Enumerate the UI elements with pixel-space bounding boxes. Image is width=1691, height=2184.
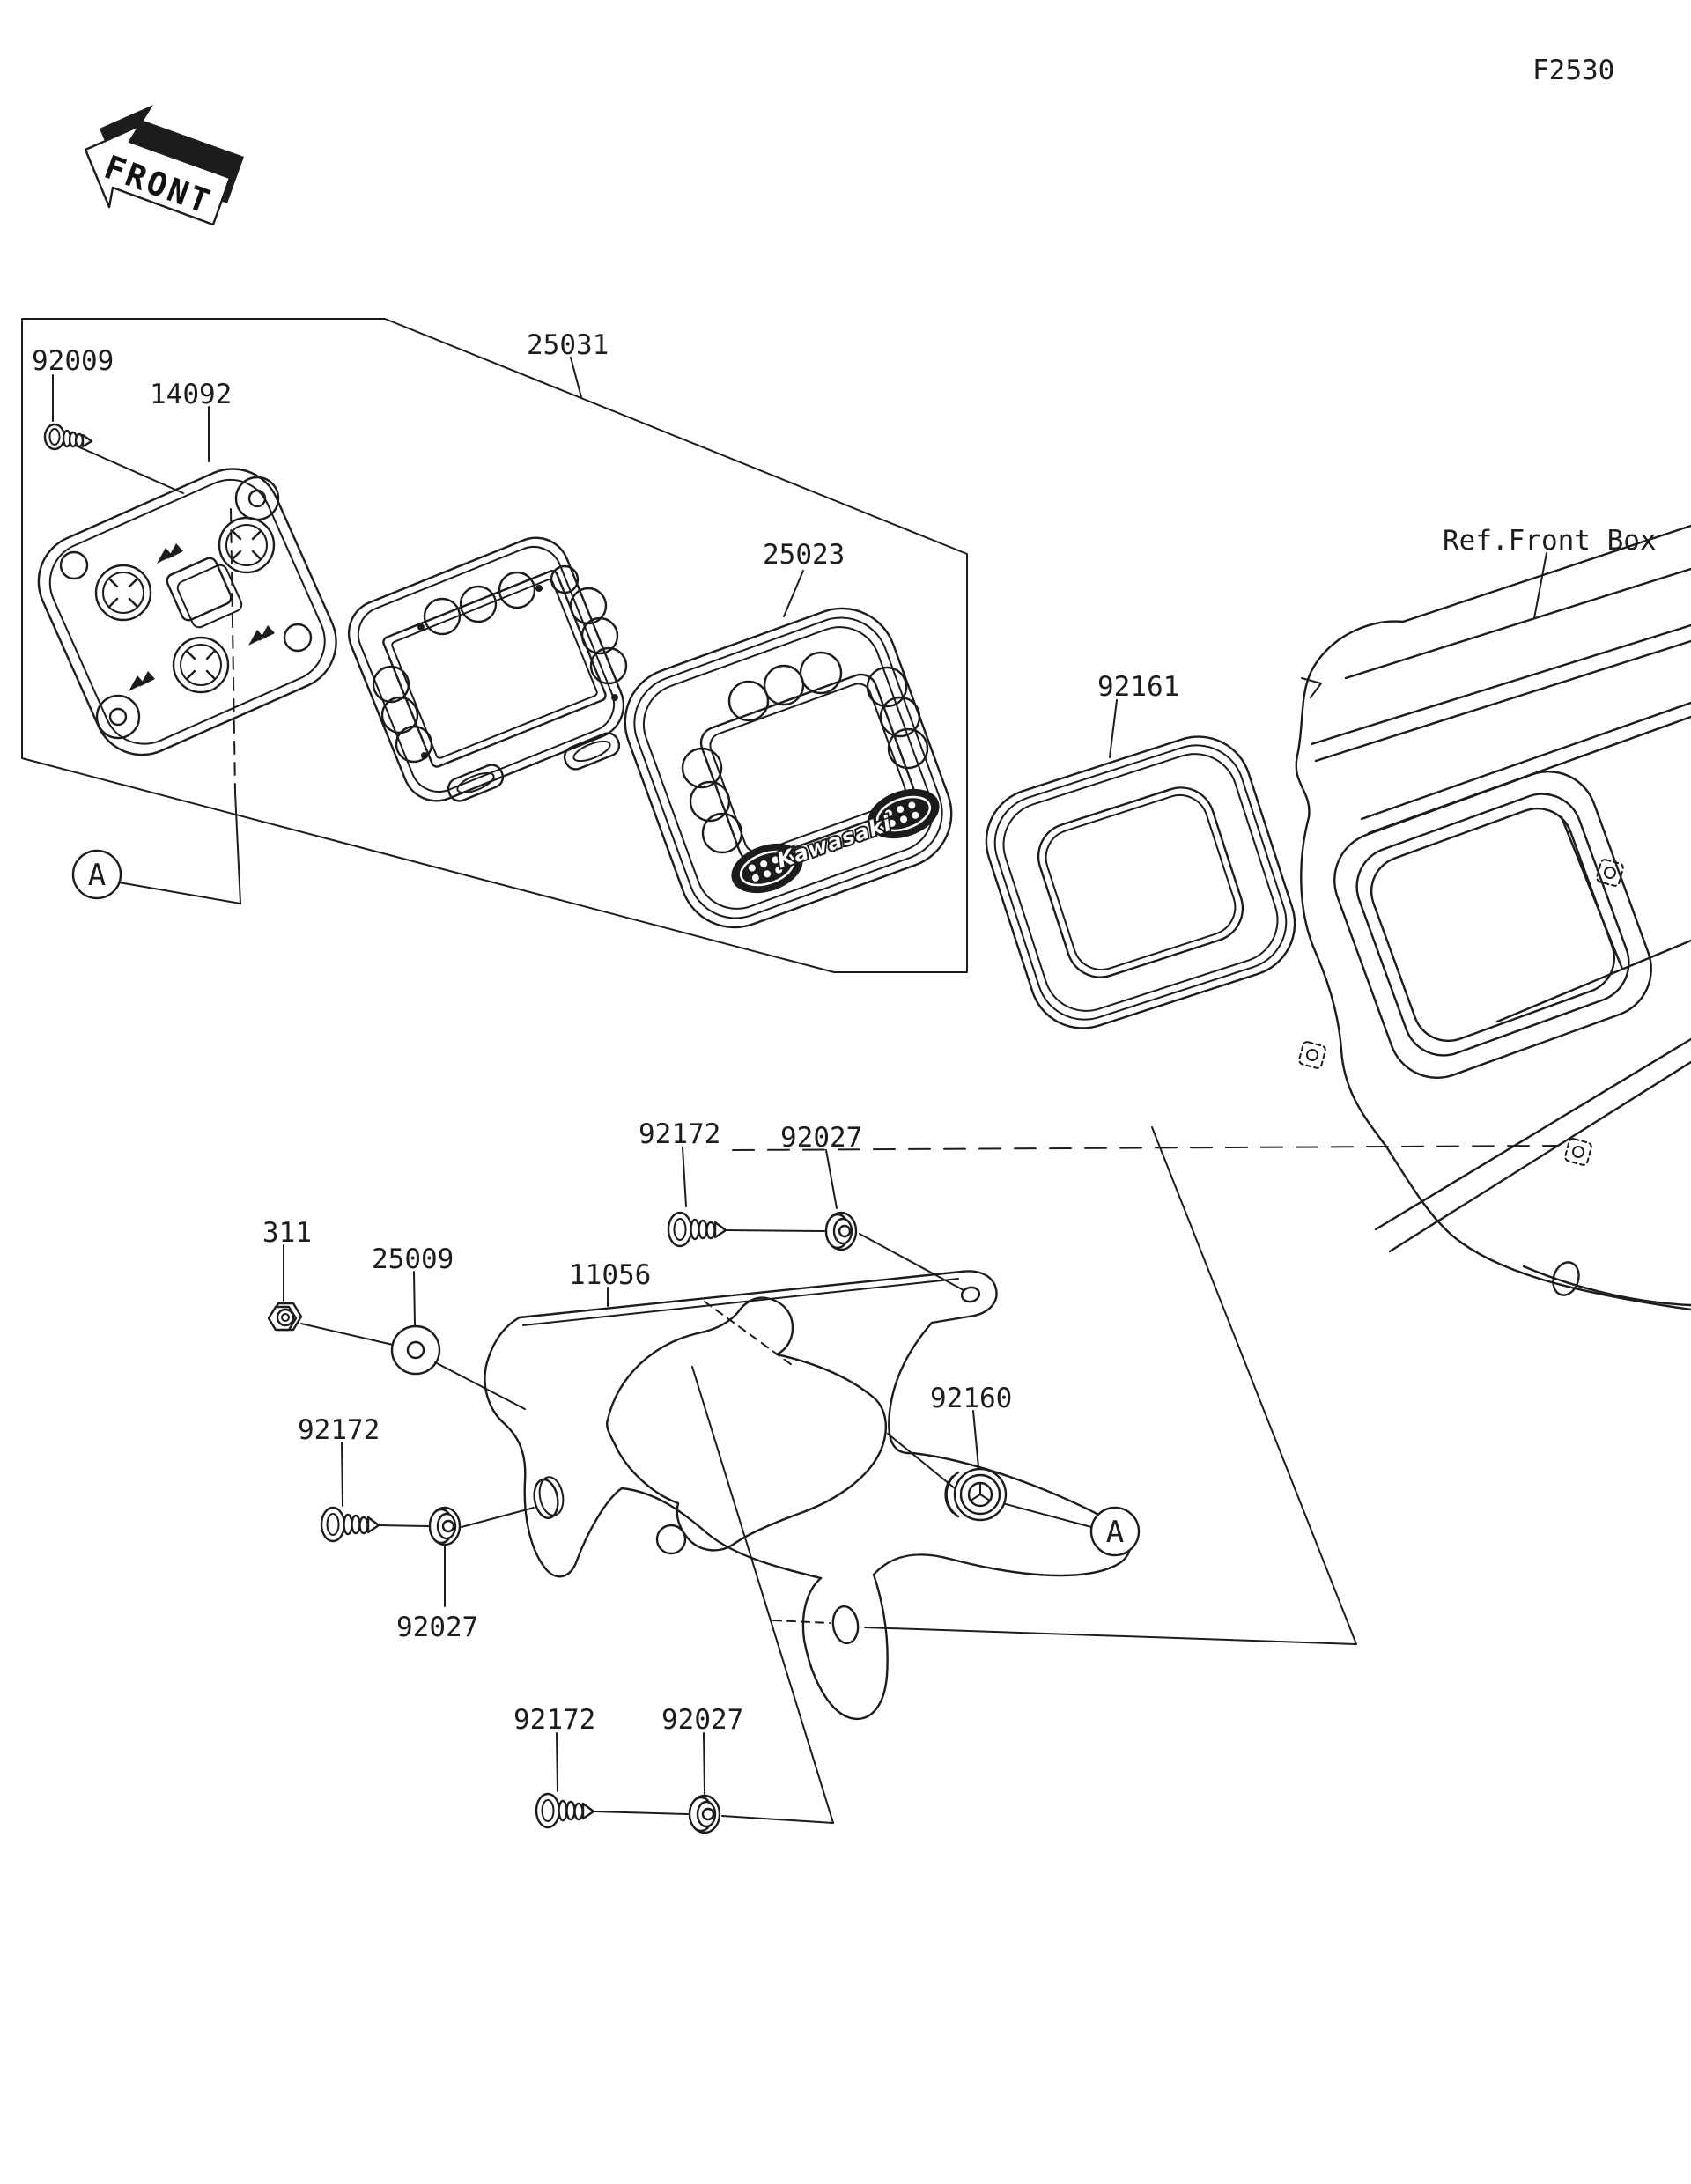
front-box-clip-icons [1298, 859, 1624, 1166]
detail-circle-a-left: A [71, 849, 122, 900]
front-box-meter-opening [1333, 771, 1652, 1079]
front-cover-holes [681, 651, 929, 854]
bracket-bottom-tab [801, 1573, 889, 1720]
label-92009: 92009 [32, 345, 114, 377]
screw-boss [95, 694, 141, 740]
cover-wheel-detail [94, 516, 276, 694]
screw-boss [283, 623, 313, 653]
nut-92027-bottom [688, 1794, 721, 1834]
washer-25009 [390, 1324, 441, 1376]
leader-lines [52, 357, 1558, 1824]
label-25023: 25023 [763, 539, 845, 571]
label-92027-top: 92027 [780, 1122, 862, 1154]
indicator-holes [372, 564, 628, 764]
label-92027-bottom: 92027 [661, 1704, 743, 1736]
detail-circle-a-right: A [1089, 1506, 1141, 1557]
screw-boss [59, 550, 89, 580]
label-92172-top: 92172 [639, 1118, 720, 1150]
bracket-bottom-hole [831, 1605, 860, 1645]
label-11056: 11056 [569, 1259, 651, 1291]
svg-text:A: A [1106, 1515, 1124, 1550]
lcd-screen [382, 570, 607, 768]
bracket-arm-hole [533, 1479, 559, 1519]
damper-ring [985, 735, 1296, 1029]
svg-text:A: A [88, 858, 106, 893]
bracket-right-wing [872, 1451, 1131, 1577]
meter-front-cover: Kawasaki [624, 607, 953, 929]
front-box-left-edge [1295, 620, 1691, 1311]
button-pad-left [731, 843, 803, 894]
nut-92027-top [824, 1211, 858, 1251]
meter-assembly-boundary [21, 318, 968, 973]
bracket-left-arm [484, 1316, 624, 1578]
bracket-opening [605, 1296, 887, 1552]
cover-center-protrusion [166, 557, 233, 622]
nut-311 [267, 1302, 303, 1332]
label-92172-left: 92172 [298, 1414, 380, 1446]
label-92027-left: 92027 [396, 1612, 478, 1643]
screw-92172-left [320, 1506, 380, 1543]
label-311: 311 [262, 1217, 312, 1249]
kawasaki-logo: Kawasaki [774, 811, 896, 874]
label-25009: 25009 [372, 1243, 454, 1275]
screw-92172-top [667, 1211, 727, 1248]
label-92161: 92161 [1097, 671, 1179, 703]
label-ref-front-box: Ref.Front Box [1443, 525, 1657, 557]
label-92160: 92160 [930, 1383, 1012, 1414]
cover-clip-arrows [129, 543, 275, 691]
front-arrow-face [84, 124, 232, 226]
meter-connectors [447, 732, 621, 802]
front-box-mount-hole [1552, 1261, 1580, 1296]
label-92172-bottom: 92172 [513, 1704, 595, 1736]
part-number-labels: 92009 14092 25031 25023 92161 Ref.Front … [32, 329, 1657, 1736]
front-direction-arrow: FRONT [84, 105, 244, 226]
front-box-panel [1295, 524, 1691, 1311]
meter-back-cover [37, 468, 337, 756]
screw-boss [234, 476, 280, 521]
label-25031: 25031 [527, 329, 609, 361]
button-pad-right [868, 788, 940, 839]
label-14092: 14092 [150, 379, 232, 410]
bracket-top-hole [960, 1286, 981, 1303]
meter-bracket [484, 1270, 1131, 1720]
grommet-92160 [944, 1467, 1008, 1522]
meter-unit [347, 536, 628, 802]
figure-code: F2530 [1532, 55, 1614, 86]
nut-92027-left [428, 1506, 462, 1546]
screw-92172-bottom [535, 1792, 595, 1829]
screw-92009 [43, 423, 93, 451]
